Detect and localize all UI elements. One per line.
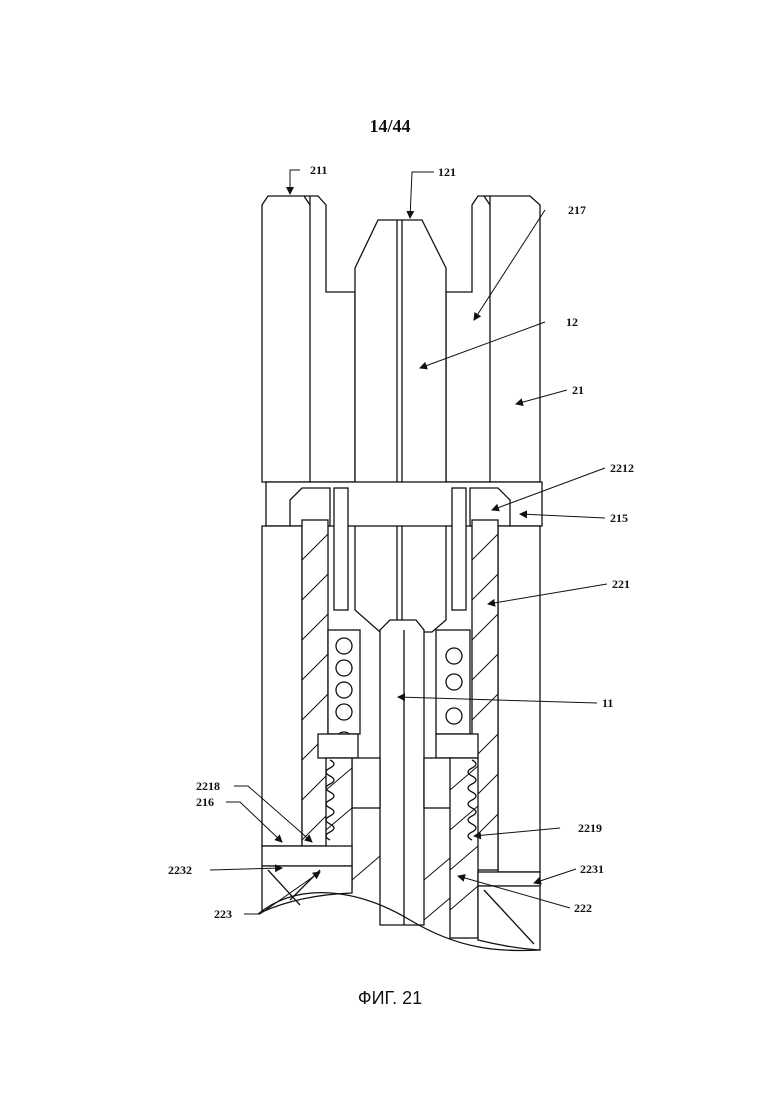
label-2212: 2212 xyxy=(610,461,634,475)
spring-left xyxy=(328,630,360,748)
label-222: 222 xyxy=(574,901,592,915)
barrel-right xyxy=(424,734,478,938)
contact-12 xyxy=(355,220,446,632)
label-215: 215 xyxy=(610,511,628,525)
plunger-11 xyxy=(380,620,424,925)
label-121: 121 xyxy=(438,165,456,179)
label-2218: 2218 xyxy=(196,779,220,793)
sleeve-221-left xyxy=(262,520,328,846)
sleeve-221-right xyxy=(472,520,540,872)
label-2231: 2231 xyxy=(580,862,604,876)
label-211: 211 xyxy=(310,163,327,177)
label-217: 217 xyxy=(568,203,586,217)
label-11: 11 xyxy=(602,696,613,710)
label-221: 221 xyxy=(612,577,630,591)
label-2219: 2219 xyxy=(578,821,602,835)
upper-part-21-left xyxy=(262,196,355,482)
label-223: 223 xyxy=(214,907,232,921)
label-21: 21 xyxy=(572,383,584,397)
figure-caption: ФИГ. 21 xyxy=(0,988,780,1009)
label-2232: 2232 xyxy=(168,863,192,877)
label-12: 12 xyxy=(566,315,578,329)
label-216: 216 xyxy=(196,795,214,809)
